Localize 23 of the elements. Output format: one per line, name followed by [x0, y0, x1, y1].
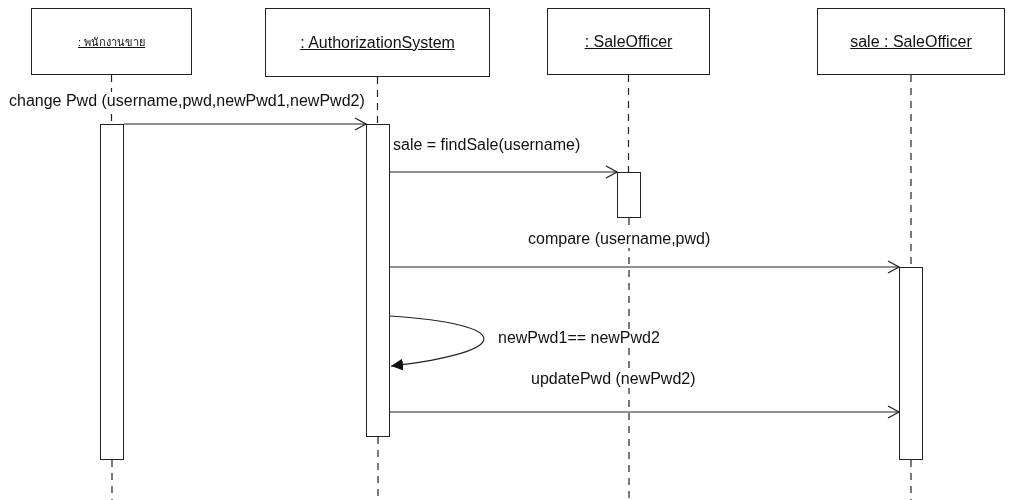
activation-bar: [366, 124, 390, 437]
message-label: compare (username,pwd): [527, 230, 712, 248]
message-label: sale = findSale(username): [392, 136, 582, 154]
message-arrow: [389, 165, 618, 179]
lifeline: [376, 76, 379, 125]
message-label: updatePwd (newPwd2): [530, 370, 697, 388]
object-box: [265, 8, 490, 77]
lifeline: [627, 74, 630, 173]
message-arrow: [389, 260, 900, 274]
object-name: : พนักงานขาย: [77, 34, 146, 50]
activation-bar: [899, 267, 923, 460]
object-name: : AuthorizationSystem: [300, 33, 455, 52]
message-arrow: [389, 405, 900, 419]
object-box: [817, 8, 1005, 75]
object-box: [31, 8, 192, 75]
object-name: sale : SaleOfficer: [850, 32, 972, 51]
object-box: [547, 8, 710, 75]
message-arrow: [389, 315, 485, 371]
activation-bar: [617, 172, 641, 218]
message-label: change Pwd (username,pwd,newPwd1,newPwd2): [8, 92, 366, 110]
activation-bar: [100, 124, 124, 460]
object-name: : SaleOfficer: [584, 32, 673, 51]
message-arrow: [123, 117, 367, 131]
